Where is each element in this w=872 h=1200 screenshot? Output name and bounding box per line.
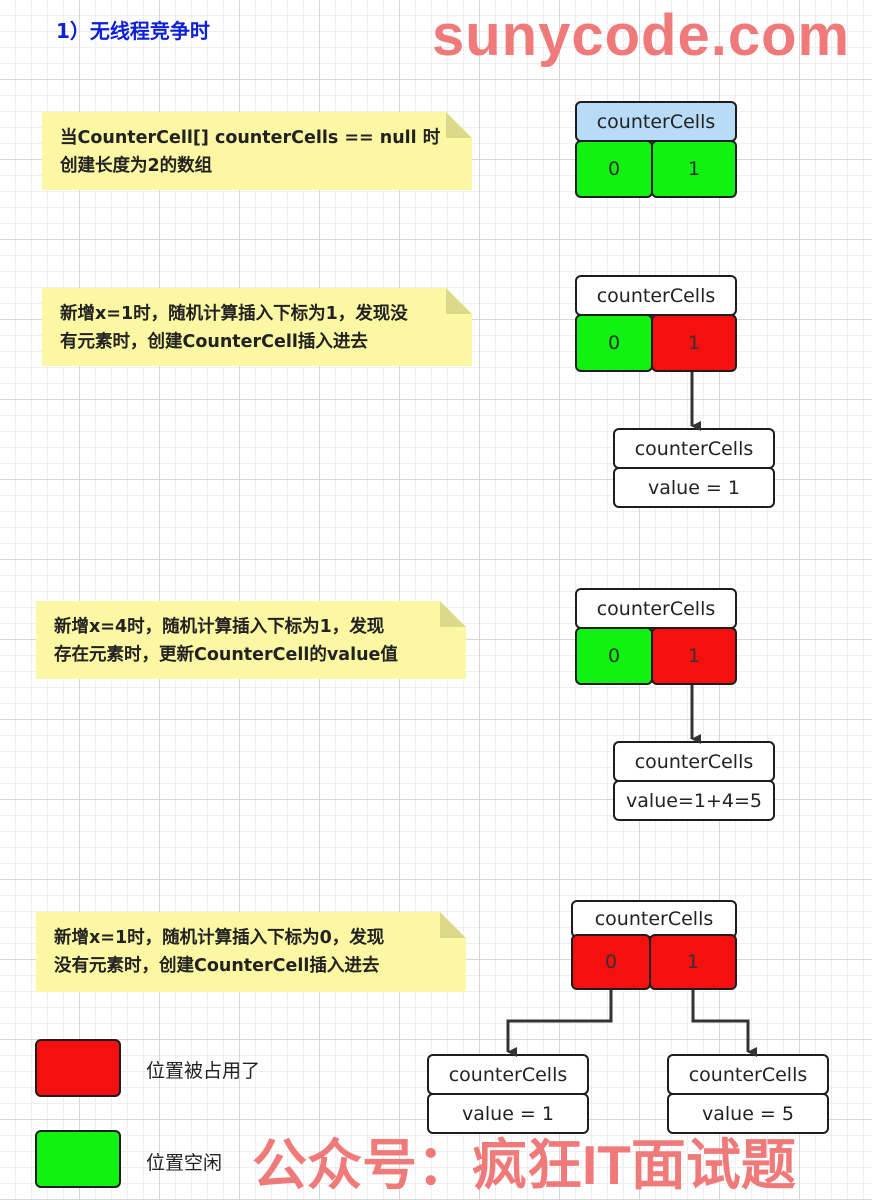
array-cell-0: 0 (575, 314, 653, 372)
array-header: counterCells (571, 900, 737, 938)
arrow-to-counter-cell-4 (691, 990, 757, 1057)
note-3: 新增x=4时，随机计算插入下标为1，发现 存在元素时，更新CounterCell… (36, 601, 466, 679)
array-cell-0: 0 (575, 627, 653, 685)
note-line: 新增x=1时，随机计算插入下标为1，发现没 (60, 304, 408, 324)
counter-cell-value: value = 1 (613, 467, 775, 508)
note-line: 新增x=4时，随机计算插入下标为1，发现 (54, 617, 385, 637)
counter-cell-value: value = 1 (427, 1093, 589, 1134)
counter-cell-value: value=1+4=5 (613, 780, 775, 821)
watermark-account: 公众号：疯狂IT面试题 (252, 1134, 796, 1196)
array-cell-1: 1 (649, 934, 737, 990)
legend-label-used: 位置被占用了 (146, 1060, 261, 1082)
note-1: 当CounterCell[] counterCells == null 时 创建… (42, 112, 472, 190)
legend-label-free: 位置空闲 (146, 1152, 223, 1174)
section-heading: 1）无线程竞争时 (56, 19, 210, 43)
array-cell-1: 1 (651, 314, 737, 372)
note-line: 没有元素时，创建CounterCell插入进去 (54, 956, 380, 976)
array-header: counterCells (575, 275, 737, 316)
array-cell-1: 1 (651, 627, 737, 685)
array-cell-1: 1 (651, 140, 737, 198)
arrow-to-counter-cell-3 (506, 990, 613, 1057)
watermark-site: sunycode.com (432, 3, 851, 68)
note-line: 有元素时，创建CounterCell插入进去 (60, 332, 368, 352)
note-2: 新增x=1时，随机计算插入下标为1，发现没 有元素时，创建CounterCell… (42, 288, 472, 366)
note-line: 存在元素时，更新CounterCell的value值 (54, 645, 398, 665)
legend-swatch-free (35, 1130, 121, 1188)
note-line: 创建长度为2的数组 (60, 156, 213, 176)
legend-swatch-used (35, 1039, 121, 1097)
array-cell-0: 0 (575, 140, 653, 198)
note-4: 新增x=1时，随机计算插入下标为0，发现 没有元素时，创建CounterCell… (36, 912, 466, 992)
note-line: 新增x=1时，随机计算插入下标为0，发现 (54, 928, 385, 948)
note-line: 当CounterCell[] counterCells == null 时 (60, 128, 441, 148)
counter-cell-value: value = 5 (667, 1093, 829, 1134)
array-header: counterCells (575, 101, 737, 142)
array-cell-0: 0 (571, 934, 651, 990)
